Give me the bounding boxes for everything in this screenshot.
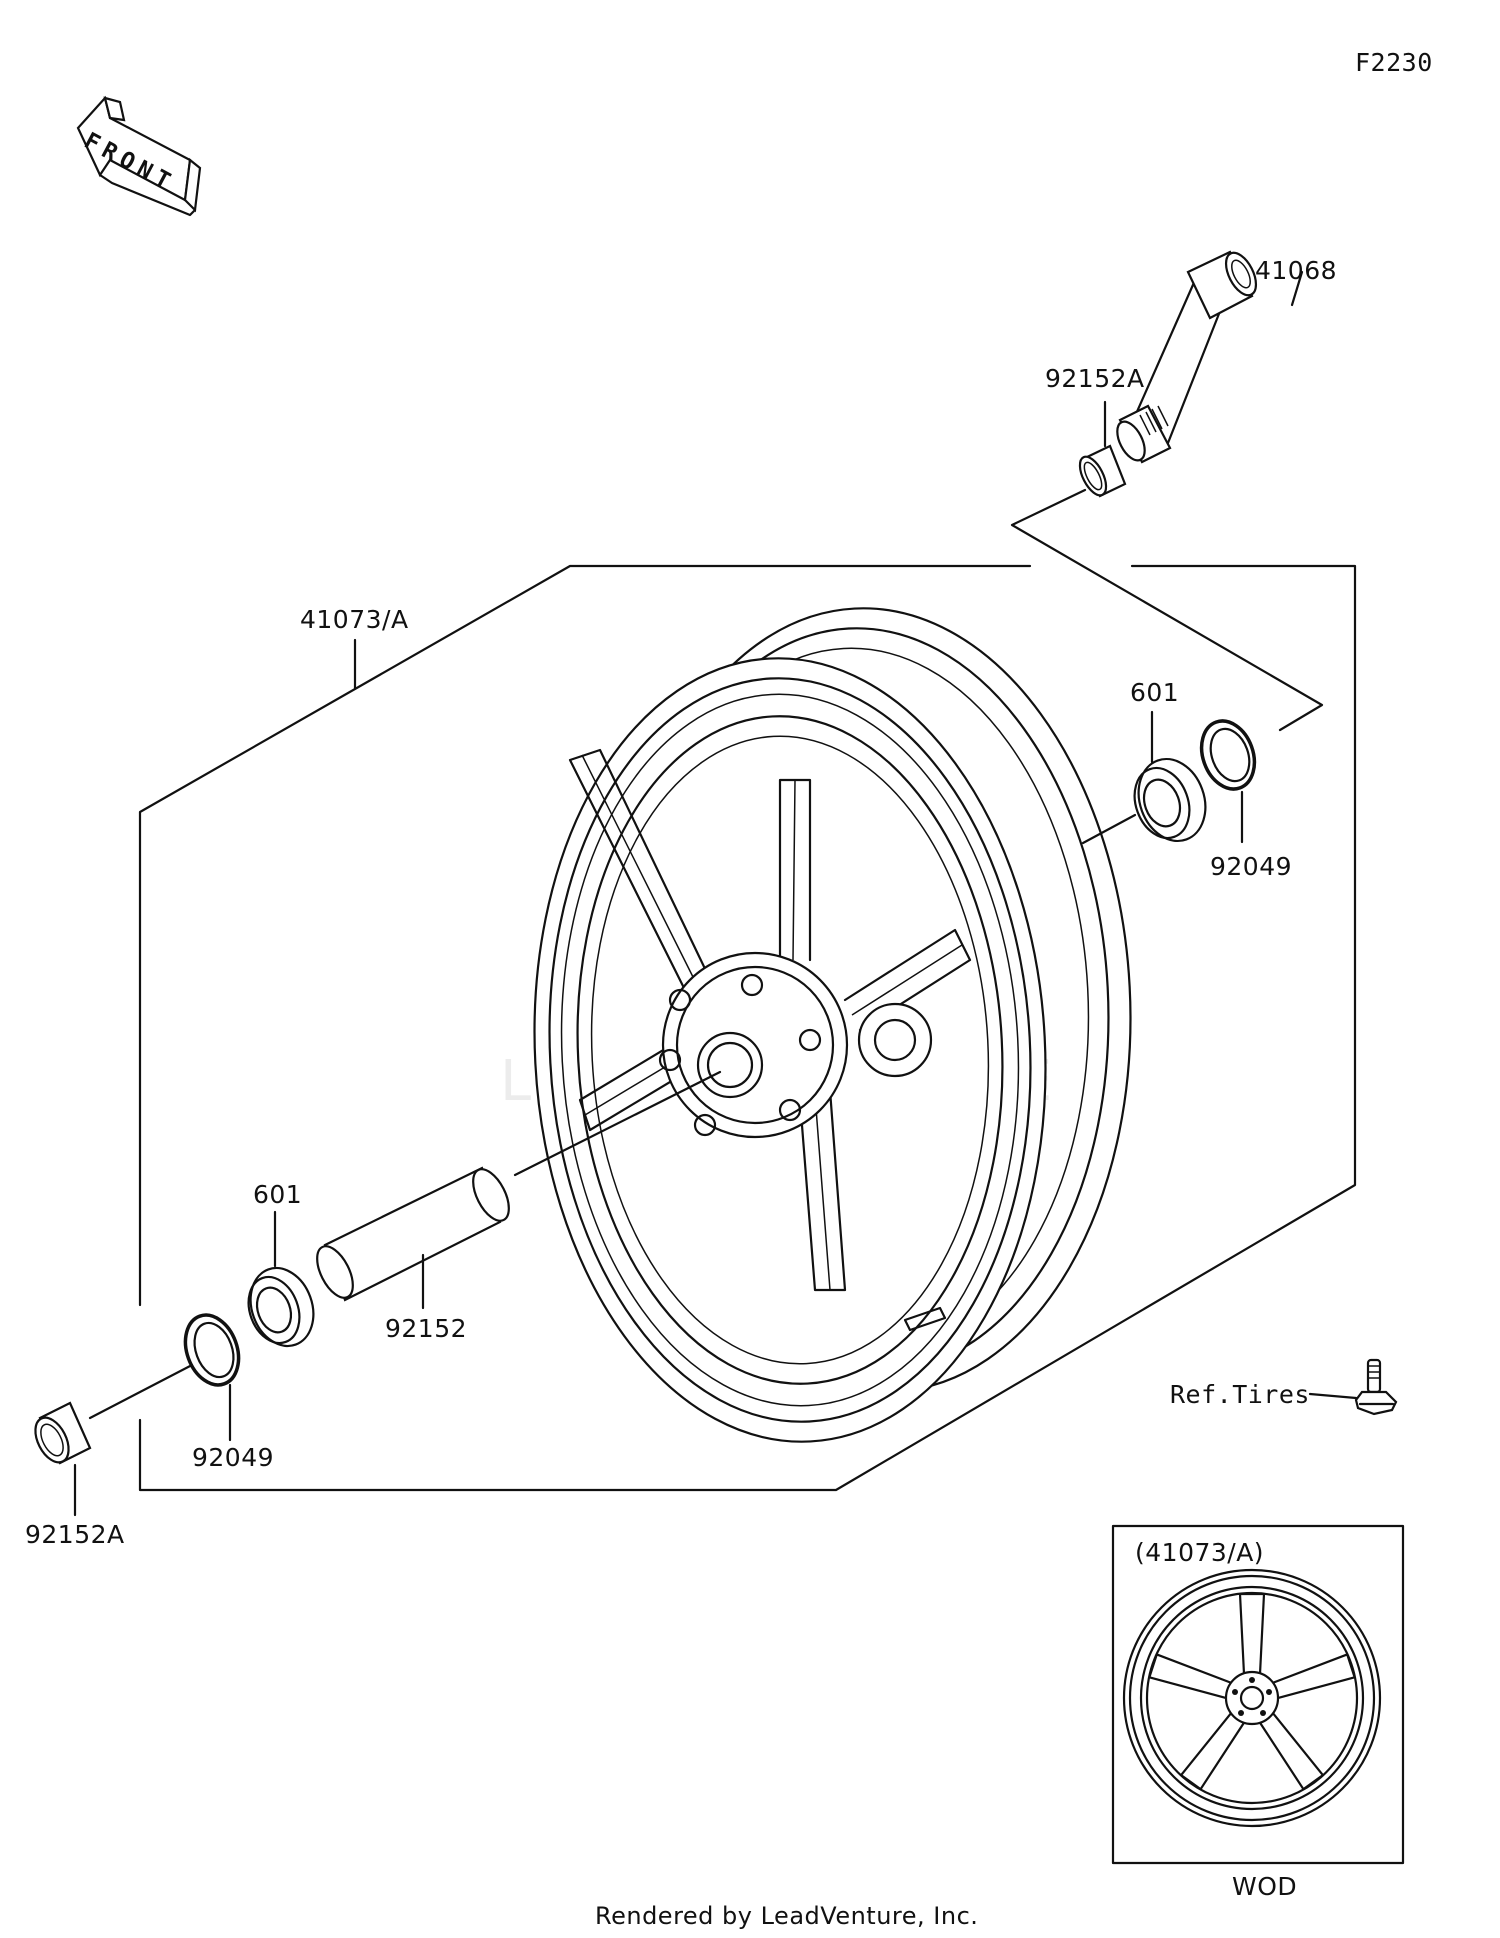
callout-spacer[interactable]: 92152	[385, 1314, 468, 1343]
inset-caption: WOD	[1232, 1872, 1298, 1901]
inset-title: (41073/A)	[1135, 1538, 1265, 1567]
callout-valve-ref[interactable]: Ref.Tires	[1170, 1380, 1310, 1409]
callout-wheel[interactable]: 41073/A	[300, 605, 409, 634]
callout-collar-upper[interactable]: 92152A	[1045, 364, 1145, 393]
right-bearing-seal	[1081, 710, 1257, 845]
valve-stem-icon	[1308, 1358, 1398, 1416]
callout-seal-left[interactable]: 92049	[192, 1443, 275, 1472]
inset-box	[1111, 1524, 1405, 1865]
front-arrow-icon	[76, 95, 202, 217]
callout-collar-lower[interactable]: 92152A	[25, 1520, 125, 1549]
callout-bearing-left[interactable]: 601	[253, 1180, 303, 1209]
callout-axle[interactable]: 41068	[1255, 256, 1338, 285]
callout-bearing-right[interactable]: 601	[1130, 678, 1180, 707]
callout-seal-right[interactable]: 92049	[1210, 852, 1293, 881]
front-wheel	[513, 607, 1132, 1443]
diagram-code: F2230	[1355, 48, 1433, 77]
left-side-parts	[34, 1166, 510, 1517]
collar-upper	[1078, 400, 1127, 498]
axle-41068-drawing	[1095, 225, 1275, 475]
axle-leader-lines	[1010, 270, 1324, 732]
footer-credit: Rendered by LeadVenture, Inc.	[595, 1902, 979, 1930]
